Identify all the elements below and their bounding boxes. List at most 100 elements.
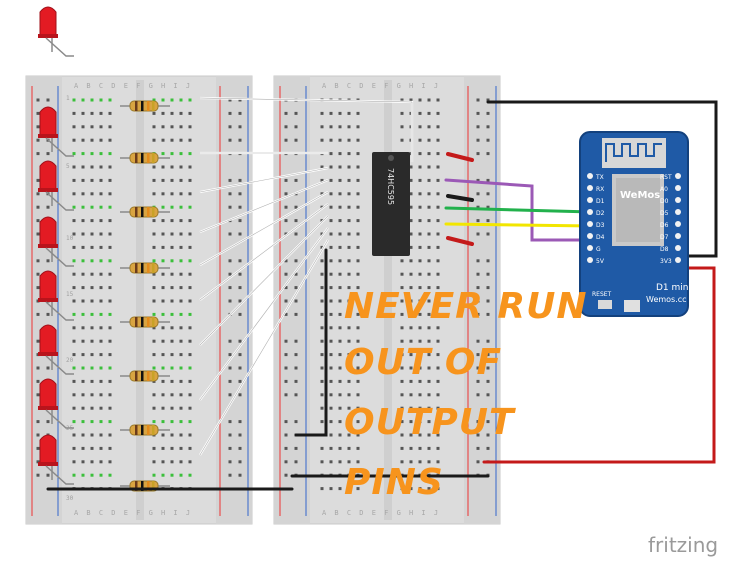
rail-hole [294,205,298,209]
breadboard-hole [179,178,183,182]
rail-hole [228,286,232,290]
breadboard-hole [436,286,440,290]
breadboard-hole [400,379,404,383]
breadboard-hole [188,152,192,156]
breadboard-hole [338,460,342,464]
rail-hole [228,178,232,182]
rail-hole [228,366,232,370]
led [38,160,74,211]
right-breadboard: A B C D E F G H I J A B C D E F G H I J [273,75,501,525]
rail-hole [476,312,480,316]
breadboard-hole [356,232,360,236]
breadboard-hole [409,219,413,223]
breadboard-hole [99,460,103,464]
breadboard-hole [152,446,156,450]
breadboard-hole [72,245,76,249]
breadboard-hole [347,152,351,156]
board-pin-label: A0 [660,186,668,193]
column-letters-top: A B C D E F G H I J [74,82,192,90]
breadboard-hole [161,219,165,223]
row-number: 15 [66,291,74,298]
breadboard-hole [329,339,333,343]
rail-hole [238,312,242,316]
breadboard-hole [188,406,192,410]
breadboard-hole [90,286,94,290]
breadboard-hole [347,312,351,316]
rail-hole [36,232,40,236]
breadboard-hole [409,460,413,464]
breadboard-hole [400,326,404,330]
breadboard-hole [72,326,76,330]
breadboard-hole [356,192,360,196]
breadboard-hole [99,326,103,330]
breadboard-hole [329,420,333,424]
rail-hole [294,393,298,397]
rail-hole [486,111,490,115]
breadboard-hole [329,232,333,236]
rail-hole [36,446,40,450]
breadboard-hole [418,111,422,115]
breadboard-hole [161,353,165,357]
rail-hole [294,446,298,450]
breadboard-hole [72,259,76,263]
breadboard-hole [356,366,360,370]
rail-hole [46,366,50,370]
breadboard-hole [81,433,85,437]
breadboard-hole [90,138,94,142]
breadboard-hole [179,245,183,249]
breadboard-hole [427,433,431,437]
breadboard-hole [320,272,324,276]
breadboard-hole [72,393,76,397]
resistor [120,424,170,436]
board-pin [587,245,593,251]
breadboard-hole [90,446,94,450]
breadboard-hole [170,125,174,129]
breadboard-hole [108,473,112,477]
breadboard-hole [409,259,413,263]
breadboard-hole [427,286,431,290]
rail-hole [238,286,242,290]
breadboard-hole [161,205,165,209]
rail-hole [284,353,288,357]
breadboard-hole [338,339,342,343]
breadboard-hole [161,178,165,182]
rail-hole [476,205,480,209]
breadboard-hole [436,299,440,303]
row-number: 10 [66,235,74,242]
board-pin-label: RX [596,186,604,193]
breadboard-hole [72,473,76,477]
breadboard-hole [436,420,440,424]
breadboard-hole [347,138,351,142]
breadboard-hole [409,406,413,410]
breadboard-hole [170,473,174,477]
reset-label: RESET [592,291,612,298]
column-letters-top: A B C D E F G H I J [322,82,440,90]
breadboard-hole [152,232,156,236]
rail-hole [476,272,480,276]
rail-hole [476,98,480,102]
breadboard-hole [338,192,342,196]
breadboard-hole [179,192,183,196]
breadboard-hole [161,393,165,397]
rail-hole [228,232,232,236]
breadboard-hole [170,433,174,437]
breadboard-hole [347,111,351,115]
rail-hole [238,433,242,437]
rail-hole [476,125,480,129]
rail-hole [36,138,40,142]
breadboard-hole [436,152,440,156]
breadboard-hole [108,433,112,437]
breadboard-hole [329,487,333,491]
board-pin [587,173,593,179]
rail-hole [228,138,232,142]
breadboard-hole [436,379,440,383]
breadboard-hole [338,138,342,142]
breadboard-hole [188,353,192,357]
breadboard-hole [338,312,342,316]
breadboard-hole [418,379,422,383]
board-pin-label: D7 [660,234,669,241]
breadboard-hole [108,286,112,290]
breadboard-hole [90,111,94,115]
breadboard-hole [99,379,103,383]
rail-hole [486,420,490,424]
